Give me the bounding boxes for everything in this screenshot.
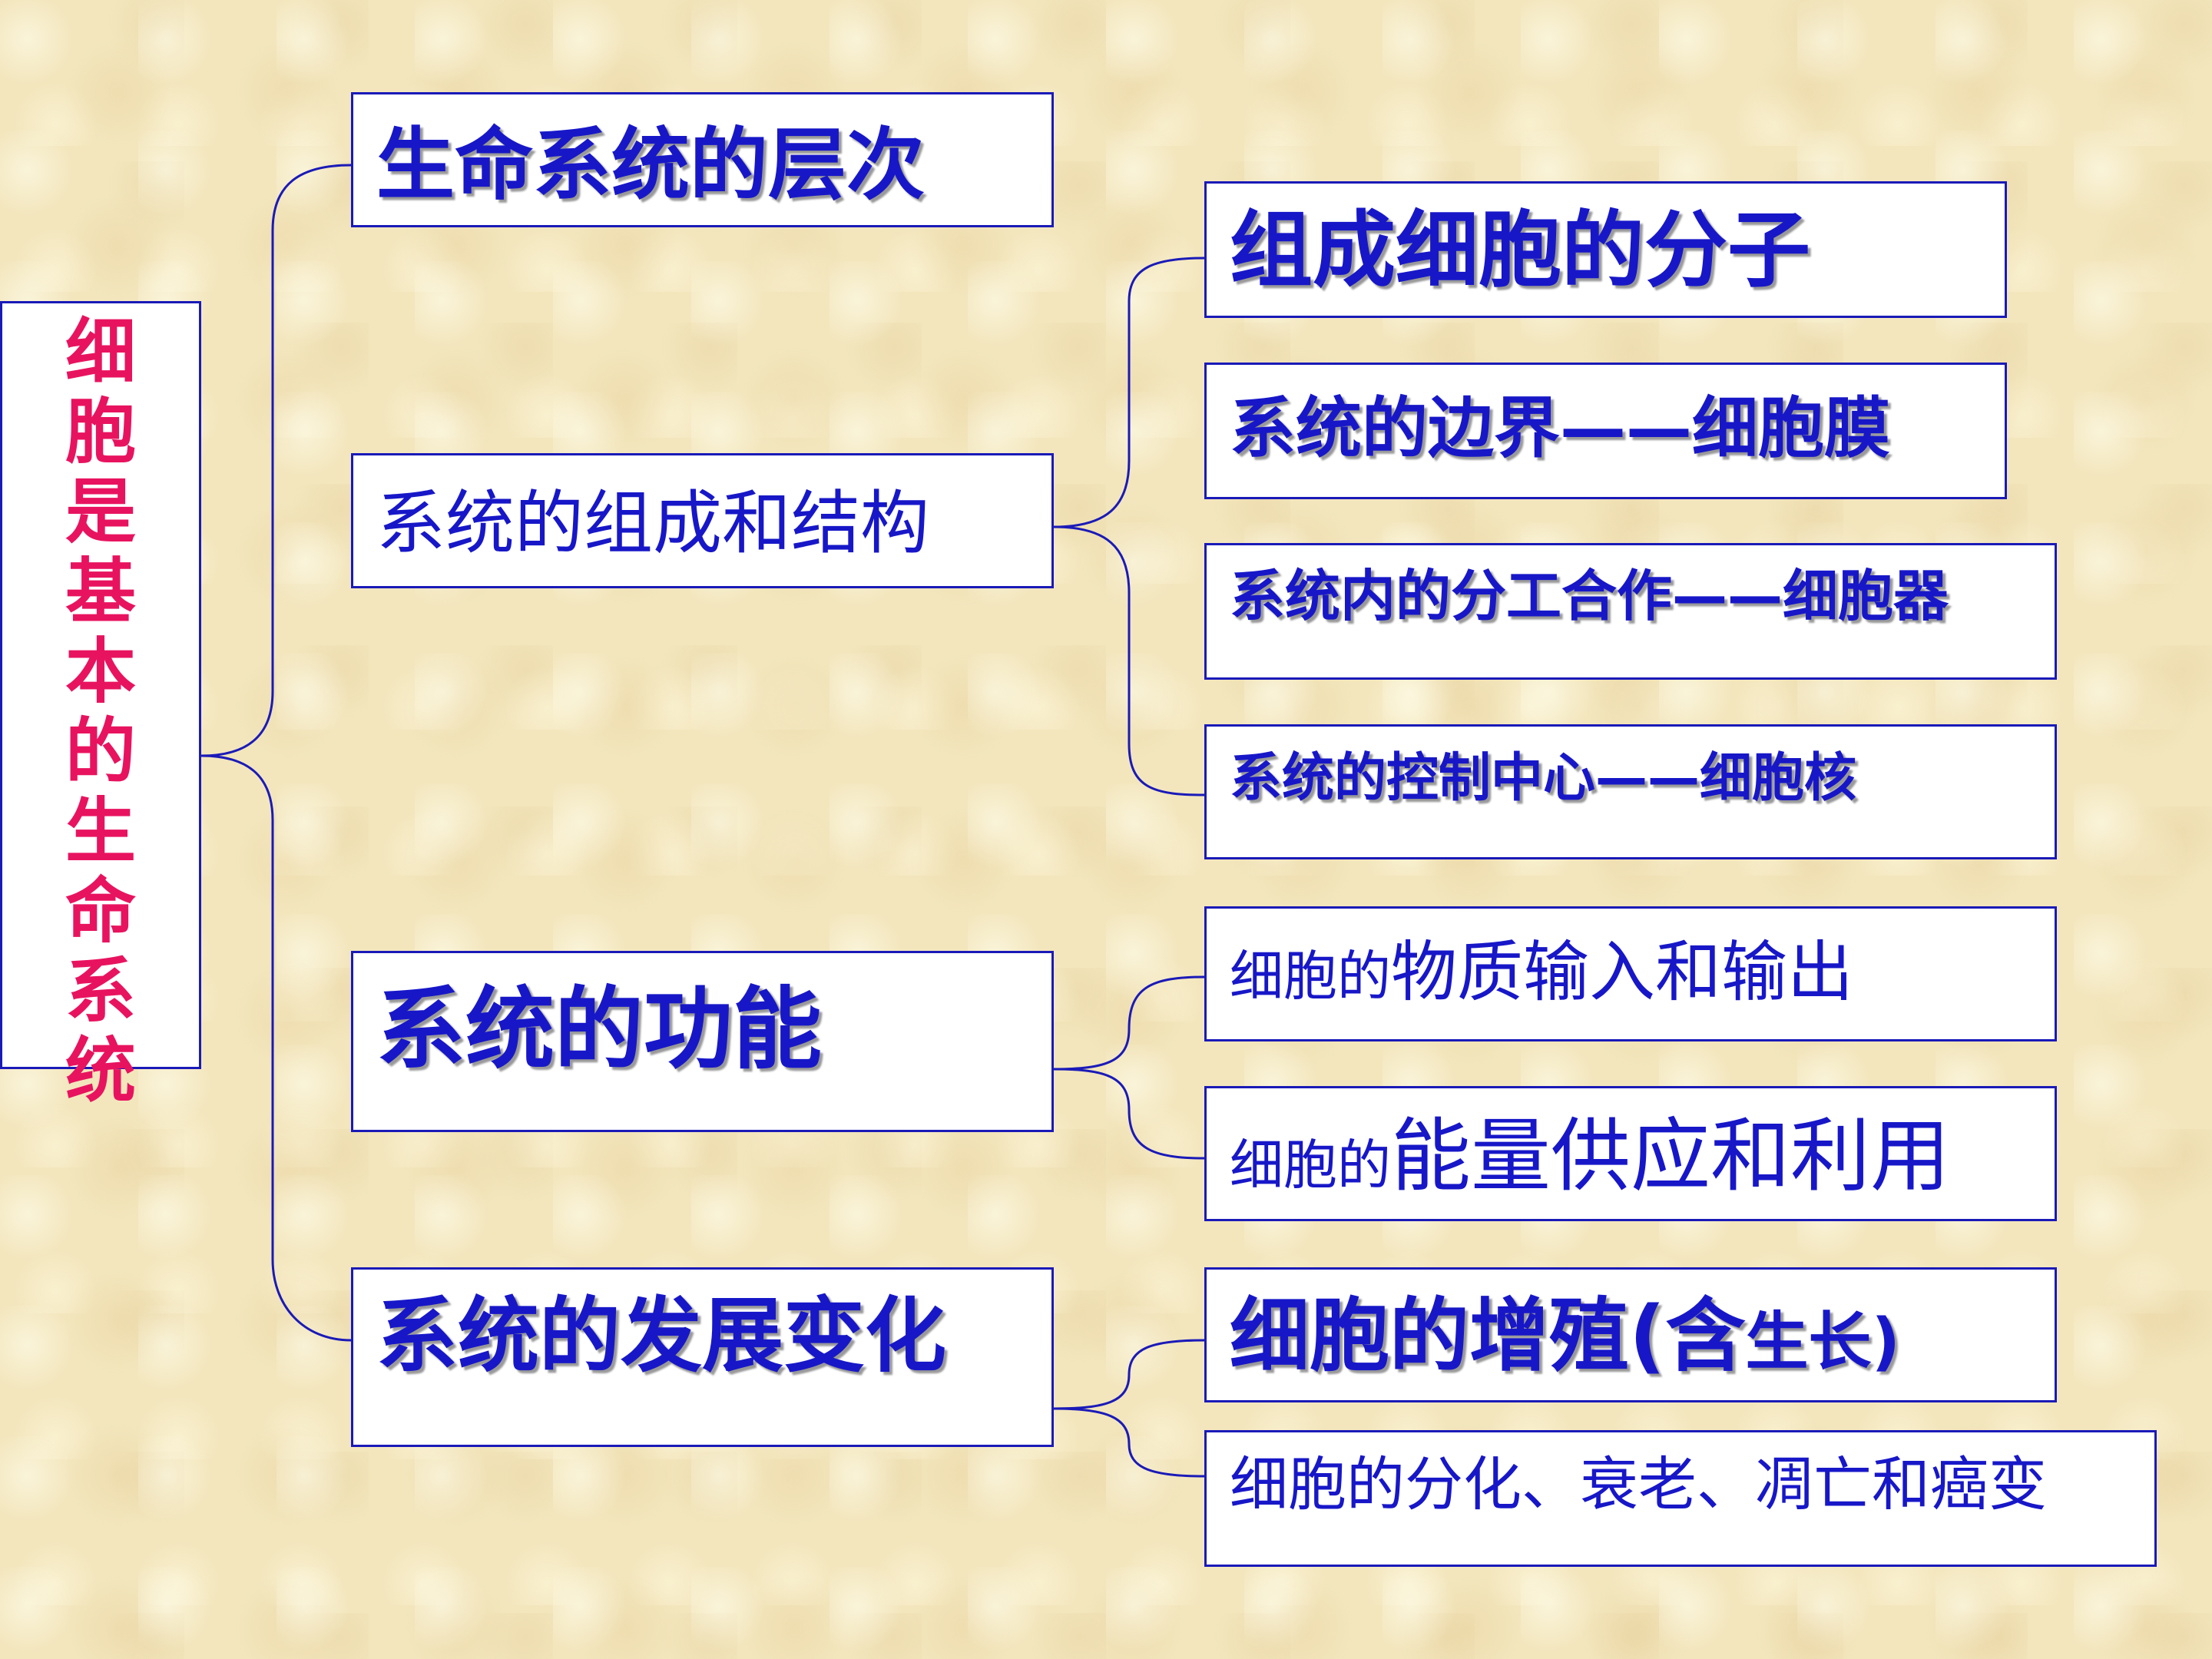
node-transport-label: 细胞的物质输入和输出 bbox=[1230, 939, 1853, 1005]
development-bracket-lower bbox=[1053, 1407, 1205, 1478]
root-node: 细 胞 是 基 本 的 生 命 系 统 bbox=[0, 301, 201, 1111]
root-char: 生 bbox=[65, 790, 136, 873]
node-function-label: 系统的功能 bbox=[376, 978, 822, 1081]
function-bracket-lower bbox=[1053, 1068, 1205, 1160]
node-hierarchy: 生命系统的层次 bbox=[351, 92, 1054, 227]
node-molecules-label: 组成细胞的分子 bbox=[1230, 203, 1811, 299]
node-development: 系统的发展变化 bbox=[351, 1267, 1054, 1447]
composition-bracket-lower bbox=[1053, 525, 1205, 796]
node-energy-label: 细胞的能量供应和利用 bbox=[1230, 1116, 1950, 1196]
node-composition-label: 系统的组成和结构 bbox=[376, 483, 929, 564]
root-char: 细 bbox=[65, 311, 136, 393]
root-char: 的 bbox=[65, 710, 136, 793]
root-char: 系 bbox=[65, 950, 136, 1032]
node-function: 系统的功能 bbox=[351, 951, 1054, 1132]
transport-main: 物质输入和输出 bbox=[1391, 934, 1853, 1011]
root-char: 命 bbox=[65, 870, 136, 952]
node-hierarchy-label: 生命系统的层次 bbox=[376, 120, 925, 211]
node-development-label: 系统的发展变化 bbox=[376, 1289, 946, 1383]
root-label: 细 胞 是 基 本 的 生 命 系 统 bbox=[2, 303, 199, 1111]
node-composition: 系统的组成和结构 bbox=[351, 453, 1054, 588]
node-proliferation: 细胞的增殖(含生长) bbox=[1204, 1267, 2057, 1402]
root-bracket bbox=[200, 164, 352, 757]
root-char: 基 bbox=[65, 551, 136, 633]
energy-prefix: 细胞的 bbox=[1230, 1134, 1391, 1197]
node-nucleus: 系统的控制中心——细胞核 bbox=[1204, 724, 2057, 859]
node-energy: 细胞的能量供应和利用 bbox=[1204, 1086, 2057, 1221]
composition-bracket bbox=[1053, 257, 1205, 528]
root-bracket-lower bbox=[200, 754, 352, 1342]
root-char: 胞 bbox=[65, 391, 136, 473]
node-transport: 细胞的物质输入和输出 bbox=[1204, 906, 2057, 1041]
function-bracket bbox=[1053, 975, 1205, 1071]
root-char: 统 bbox=[65, 1030, 136, 1112]
node-differentiation: 细胞的分化、衰老、凋亡和癌变 bbox=[1204, 1430, 2157, 1567]
node-organelles-label: 系统内的分工合作——细胞器 bbox=[1230, 564, 1949, 628]
root-char: 是 bbox=[65, 471, 136, 553]
node-membrane: 系统的边界——细胞膜 bbox=[1204, 363, 2007, 499]
node-molecules: 组成细胞的分子 bbox=[1204, 181, 2007, 318]
node-proliferation-label: 细胞的增殖(含生长) bbox=[1230, 1296, 1900, 1376]
proliferation-main: 细胞的增殖(含 bbox=[1230, 1289, 1746, 1382]
proliferation-tail: 生长) bbox=[1745, 1306, 1901, 1379]
node-organelles: 系统内的分工合作——细胞器 bbox=[1204, 543, 2057, 680]
node-membrane-label: 系统的边界——细胞膜 bbox=[1230, 390, 1890, 467]
transport-prefix: 细胞的 bbox=[1230, 945, 1391, 1008]
root-char: 本 bbox=[65, 631, 136, 713]
energy-main: 能量供应和利用 bbox=[1391, 1109, 1951, 1203]
node-nucleus-label: 系统的控制中心——细胞核 bbox=[1230, 748, 1857, 809]
development-bracket bbox=[1053, 1339, 1205, 1410]
node-differentiation-label: 细胞的分化、衰老、凋亡和癌变 bbox=[1230, 1450, 2047, 1518]
